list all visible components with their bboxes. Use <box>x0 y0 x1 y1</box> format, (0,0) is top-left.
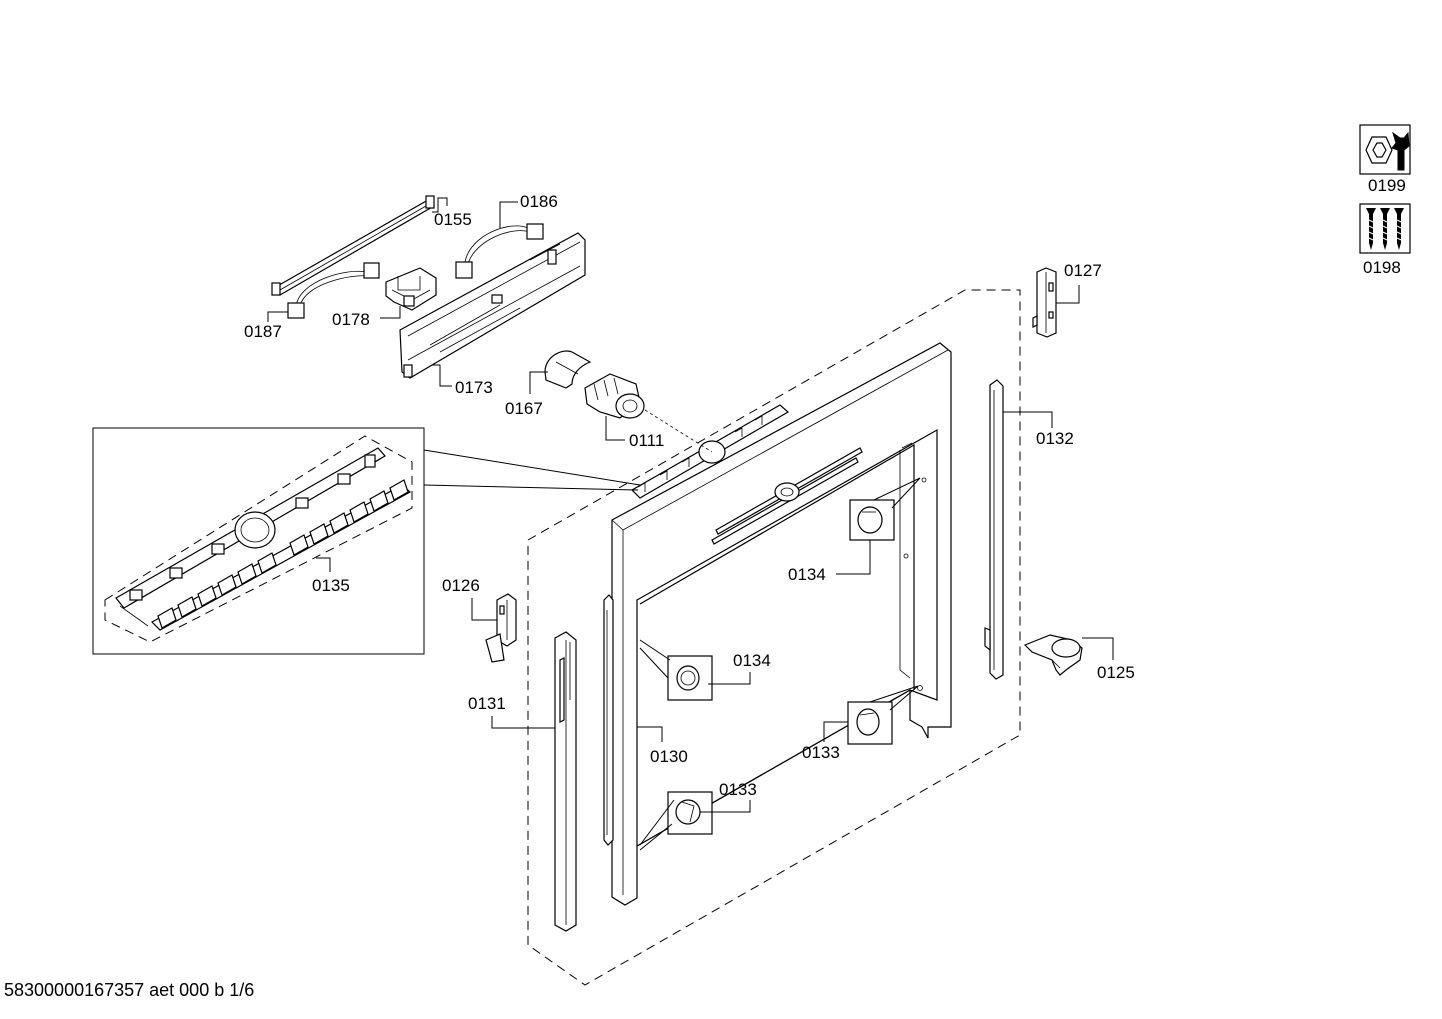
plug-0134-left <box>667 655 713 701</box>
leader-0111-dotted <box>644 409 713 453</box>
part-label-0133-right: 0133 <box>802 743 840 762</box>
leader-0125 <box>1082 637 1114 660</box>
part-label-0125: 0125 <box>1097 663 1135 682</box>
part-label-0178: 0178 <box>332 310 370 329</box>
bracket-0127 <box>1032 267 1057 338</box>
selector-switch-0111 <box>584 373 645 419</box>
part-label-0111: 0111 <box>629 431 664 450</box>
plug-0133-left <box>667 791 713 835</box>
leader-0130 <box>637 726 663 742</box>
left-rail-0131 <box>554 631 577 932</box>
part-label-0134-right: 0134 <box>788 565 826 584</box>
leader-0178 <box>380 306 401 319</box>
leader-0127 <box>1056 285 1080 304</box>
part-label-0186: 0186 <box>520 192 558 211</box>
leader-0134-left <box>639 639 751 685</box>
assembly-outline <box>527 289 1021 986</box>
part-label-0131: 0131 <box>468 694 506 713</box>
part-label-0133-left: 0133 <box>719 780 757 799</box>
part-label-0126: 0126 <box>442 576 480 595</box>
frame-left-strip <box>603 594 614 846</box>
hinge-0125 <box>1023 634 1083 676</box>
part-label-0155: 0155 <box>434 210 472 229</box>
switch-0178 <box>385 267 437 311</box>
control-board-0173 <box>399 232 586 379</box>
document-code: 58300000167357 aet 000 b 1/6 <box>4 980 255 1000</box>
plug-0133-right <box>847 701 893 745</box>
leader-0132 <box>1003 411 1053 428</box>
part-label-0127: 0127 <box>1064 261 1102 280</box>
leader-0131 <box>491 716 555 729</box>
leader-0186 <box>499 201 518 228</box>
holder-0167 <box>544 350 592 389</box>
leader-0133-right <box>823 685 919 742</box>
cable-0186 <box>455 223 544 279</box>
detail-inset-0135 <box>92 427 425 655</box>
leader-0126 <box>471 598 497 621</box>
leader-0111 <box>605 416 625 441</box>
part-label-0167: 0167 <box>505 399 543 418</box>
part-label-0199: 0199 <box>1368 176 1406 195</box>
leader-0133-left <box>639 799 751 851</box>
button-strip-detail <box>104 435 413 643</box>
plug-0134-right <box>849 499 895 541</box>
screws-icon <box>1359 203 1411 254</box>
bracket-0155 <box>271 195 435 296</box>
part-label-0198: 0198 <box>1363 258 1401 277</box>
bracket-0126 <box>485 593 517 663</box>
leader-0173 <box>432 364 452 387</box>
leader-0155 <box>432 197 448 213</box>
right-rail-0132 <box>984 379 1004 680</box>
part-label-0130: 0130 <box>650 747 688 766</box>
detail-callout-lines <box>423 449 641 491</box>
part-label-0132: 0132 <box>1036 429 1074 448</box>
leader-0187 <box>267 311 288 322</box>
leader-0135 <box>316 557 331 572</box>
part-label-0134-left: 0134 <box>733 651 771 670</box>
part-label-0173: 0173 <box>455 378 493 397</box>
part-label-0187: 0187 <box>244 322 282 341</box>
door-frame-0130 <box>611 342 952 906</box>
leader-0167 <box>529 371 548 394</box>
part-label-0135: 0135 <box>312 576 350 595</box>
leader-0134-right <box>836 477 921 575</box>
cable-0187 <box>287 262 380 319</box>
wrench-nut-icon <box>1359 124 1411 175</box>
